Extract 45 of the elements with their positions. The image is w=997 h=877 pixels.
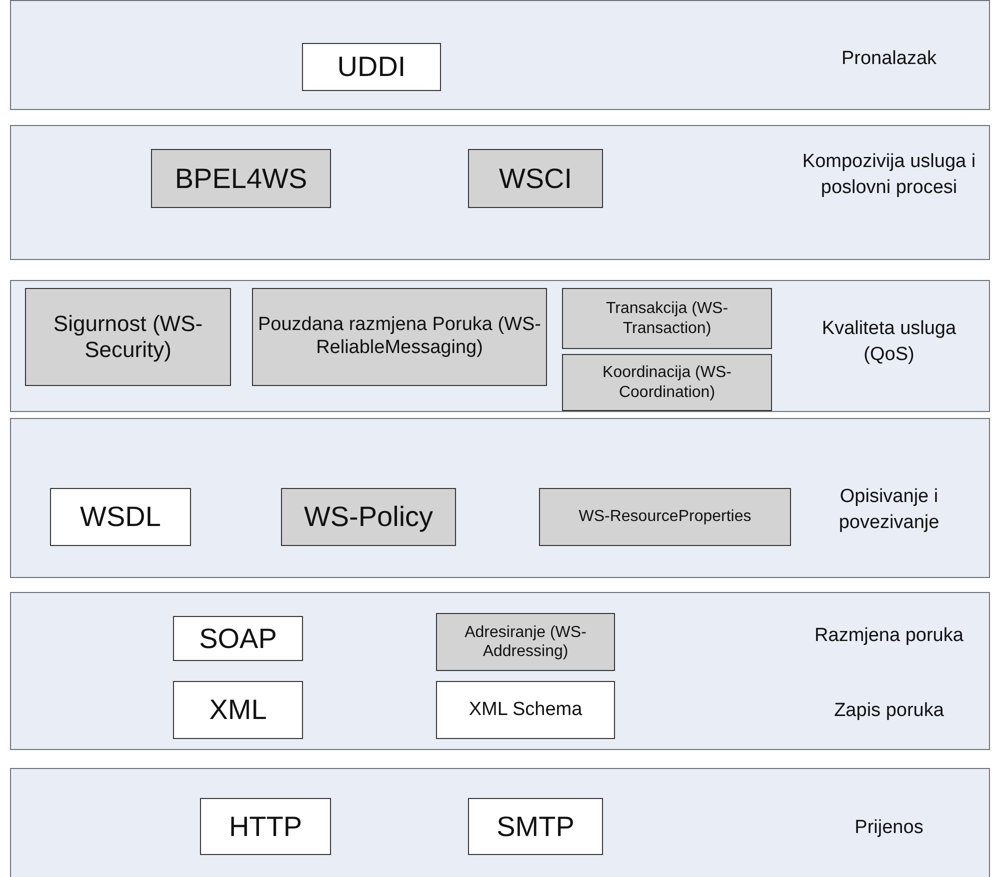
protocol-box (562, 288, 772, 349)
layer-label: Kompozivija usluga i poslovni procesi (801, 150, 977, 200)
layer-label: Prijenos (854, 816, 924, 840)
protocol-box (173, 616, 303, 661)
protocol-name: Sigurnost (WS-Security) (52, 310, 204, 364)
layer-band (10, 418, 990, 578)
protocol-box (539, 488, 791, 546)
protocol-name: XML Schema (468, 698, 582, 722)
protocol-name: Transakcija (WS-Transaction) (604, 299, 730, 338)
protocol-name: SMTP (496, 810, 574, 844)
protocol-name: WS-ResourceProperties (578, 507, 752, 527)
protocol-box (50, 488, 191, 546)
layer-band (10, 125, 990, 260)
protocol-box (436, 613, 615, 671)
protocol-box (200, 798, 331, 855)
protocol-box (436, 681, 615, 739)
protocol-box (281, 488, 456, 546)
protocol-box (151, 149, 331, 208)
protocol-name: Koordinacija (WS-Coordination) (602, 363, 732, 402)
protocol-box (468, 798, 603, 855)
layer-label: Razmjena poruka (814, 624, 964, 648)
protocol-box (252, 288, 547, 386)
protocol-name: WS-Policy (304, 500, 434, 534)
protocol-box (302, 43, 441, 91)
protocol-name: WSCI (498, 162, 572, 196)
layer-band (10, 592, 990, 750)
protocol-name: Pouzdana razmjena Poruka (WS-ReliableMessaging) (256, 314, 542, 360)
protocol-name: SOAP (199, 622, 277, 656)
protocol-box (173, 681, 303, 739)
protocol-name: HTTP (228, 810, 302, 844)
protocol-box (562, 354, 772, 411)
layer-label: Zapis poruka (833, 699, 945, 723)
protocol-name: UDDI (337, 50, 406, 84)
layer-band (10, 280, 990, 412)
protocol-name: WSDL (80, 500, 161, 534)
protocol-box (468, 149, 603, 208)
layer-label: Opisivanje i povezivanje (838, 485, 940, 535)
layer-label: Pronalazak (840, 47, 938, 71)
protocol-name: Adresiranje (WS-Addressing) (464, 622, 588, 662)
layer-band (10, 768, 990, 877)
layer-band (10, 0, 990, 110)
protocol-name: XML (209, 693, 267, 727)
layer-label: Kvaliteta usluga (QoS) (820, 317, 958, 367)
protocol-box (25, 288, 231, 386)
protocol-name: BPEL4WS (174, 162, 308, 196)
